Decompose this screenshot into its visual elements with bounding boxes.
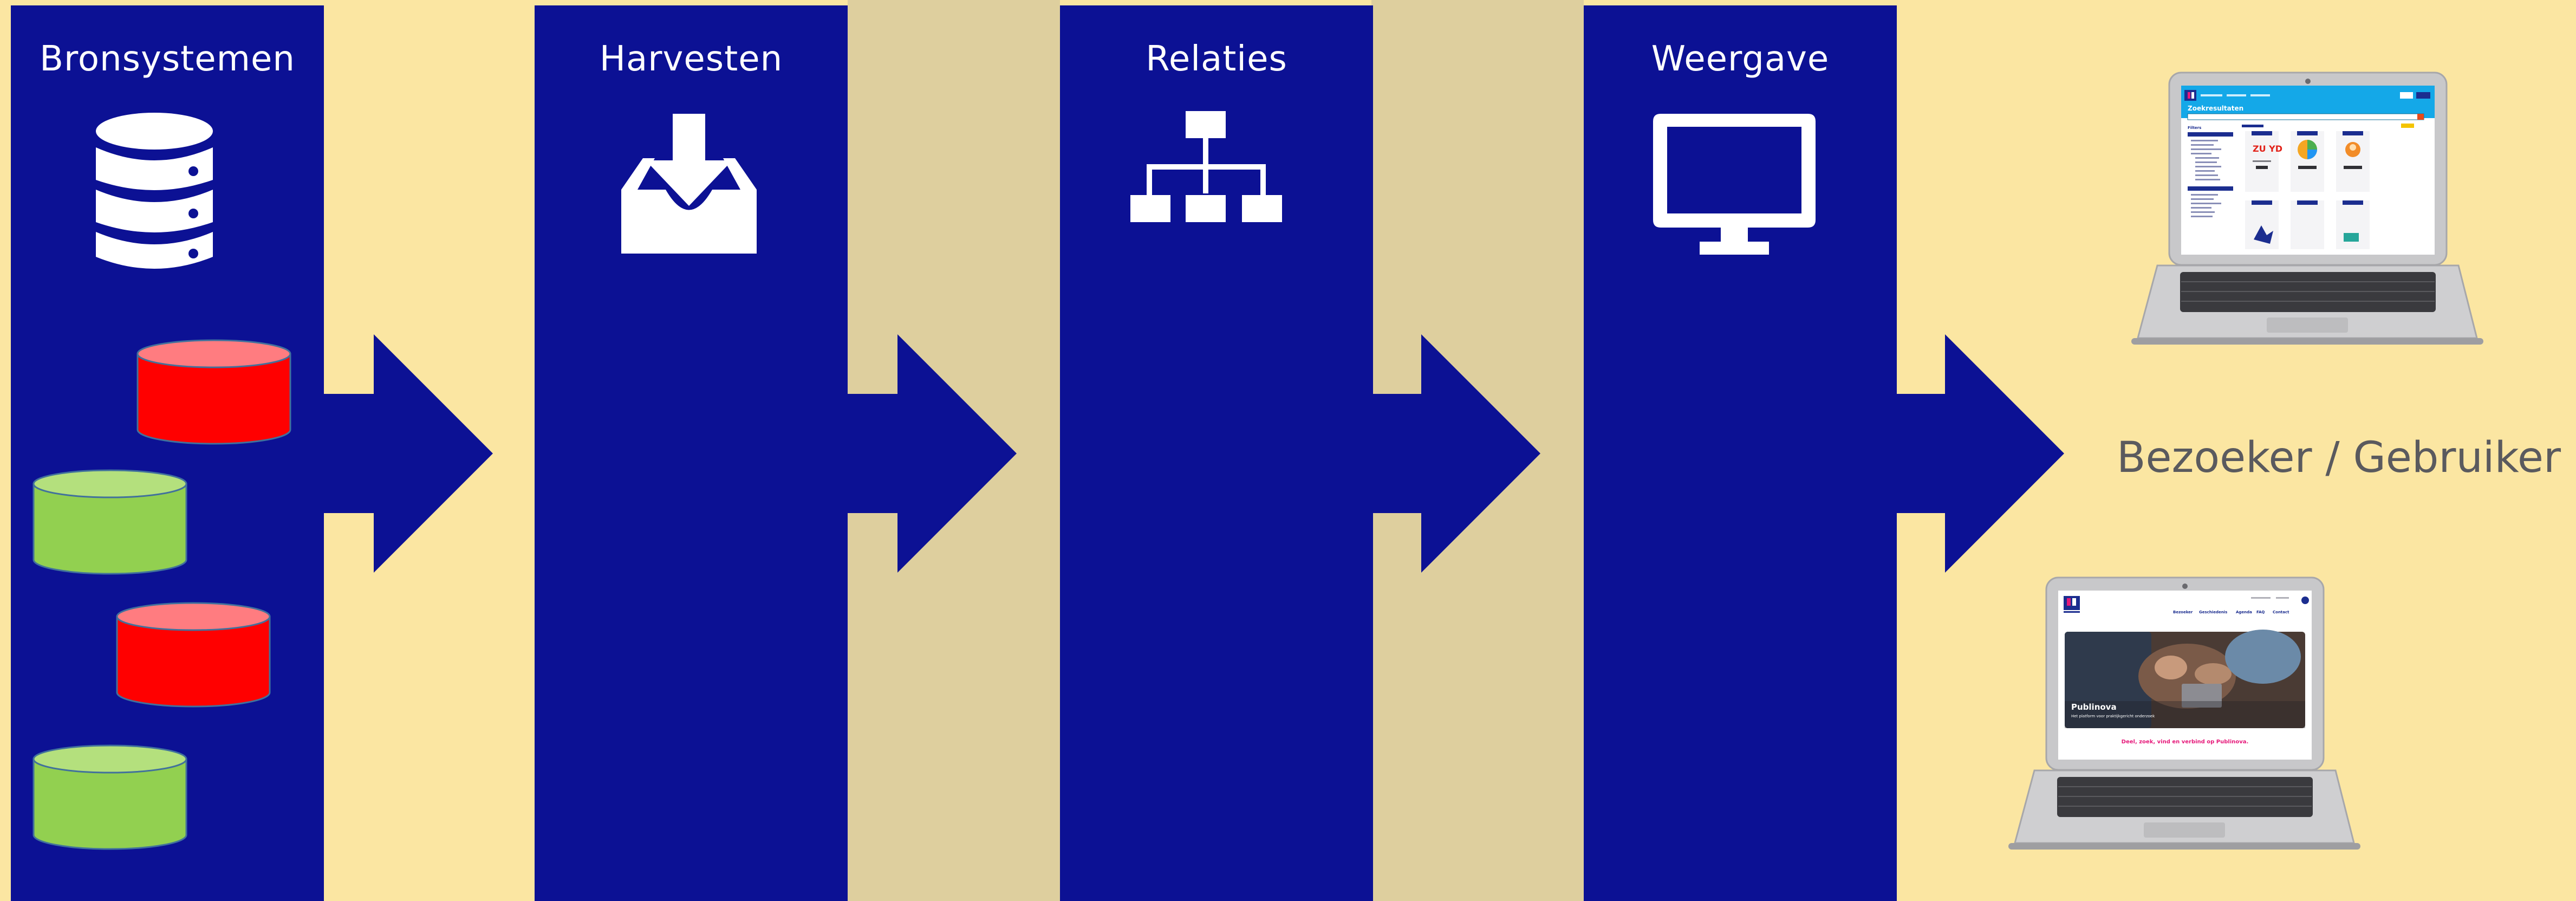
source-database-red: [115, 601, 272, 710]
source-database-green: [31, 744, 188, 852]
flow-arrow: [1891, 334, 2064, 573]
flow-arrow: [1367, 334, 1540, 573]
stage-column-relaties: Relaties: [1060, 5, 1373, 901]
nav-item: Bezoeker: [2173, 610, 2193, 614]
hierarchy-icon: [1130, 111, 1287, 249]
nav-item: Contact: [2273, 610, 2289, 614]
laptop-homepage: Bezoeker Geschiedenis Agenda FAQ Contact…: [2008, 575, 2360, 852]
flow-arrow: [320, 334, 493, 573]
monitor-icon: [1653, 114, 1816, 260]
laptop-search-results: Zoekresultaten Filters ZU YD: [2131, 70, 2483, 347]
stage-column-weergave: Weergave: [1584, 5, 1897, 901]
stage-column-harvesten: Harvesten: [535, 5, 848, 901]
source-database-red: [135, 339, 292, 447]
homepage-tagline: Deel, zoek, vind en verbind op Publinova…: [2122, 739, 2249, 745]
nav-item: Agenda: [2236, 610, 2252, 614]
inbox-download-icon: [621, 114, 757, 260]
source-database-green: [31, 469, 188, 577]
stage-title: Relaties: [1060, 39, 1373, 79]
flow-arrow: [843, 334, 1017, 573]
results-heading: Zoekresultaten: [2188, 105, 2243, 112]
filter-label: Filters: [2188, 126, 2201, 130]
stage-title: Bronsystemen: [11, 39, 324, 79]
card-cover-text: ZU YD: [2253, 144, 2282, 154]
audience-label: Bezoeker / Gebruiker: [2106, 433, 2572, 482]
nav-item: Geschiedenis: [2199, 610, 2227, 614]
hero-title: Publinova: [2071, 702, 2117, 712]
stage-title: Harvesten: [535, 39, 848, 79]
stage-title: Weergave: [1584, 39, 1897, 79]
database-icon: [89, 108, 219, 276]
hero-subtitle: Het platform voor praktijkgericht onderz…: [2071, 714, 2155, 718]
nav-item: FAQ: [2256, 610, 2265, 614]
